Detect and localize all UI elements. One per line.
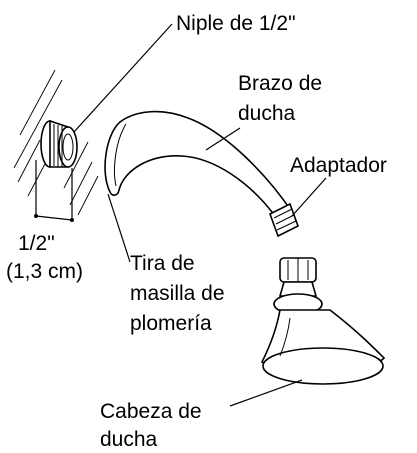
label-tape-line2: masilla de (130, 282, 225, 305)
label-size-line1: 1/2" (18, 232, 55, 255)
label-size-line2: (1,3 cm) (6, 260, 83, 283)
label-head-line1: Cabeza de (100, 400, 202, 423)
nipple-pipe (40, 119, 78, 168)
label-arm-line1: Brazo de (238, 72, 322, 95)
label-tape-line3: plomería (130, 312, 212, 335)
leader-lines (73, 23, 327, 407)
adapter (269, 202, 299, 238)
label-arm-line2: ducha (238, 102, 296, 125)
label-adapter: Adaptador (290, 154, 387, 177)
shower-head (260, 257, 386, 385)
shower-arm (104, 110, 293, 226)
dimension-bracket (34, 160, 74, 222)
label-tape-line1: Tira de (130, 252, 195, 275)
label-head-line2: ducha (100, 428, 158, 451)
label-nipple: Niple de 1/2" (176, 12, 296, 35)
wall-hatching (13, 69, 99, 216)
